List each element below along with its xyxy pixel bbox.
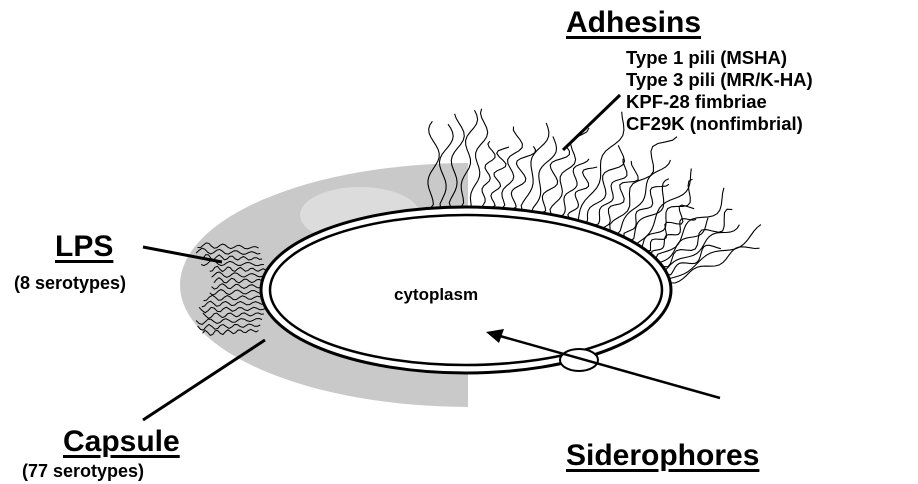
fimbria [587,145,625,223]
adhesin-item: Type 3 pili (MR/K-HA) [626,69,813,91]
fimbria [647,205,694,251]
capsule-pointer [143,340,265,420]
fimbria [652,219,697,255]
lps-title: LPS [55,232,113,262]
fimbria [610,137,677,231]
adhesins-list: Type 1 pili (MSHA) Type 3 pili (MR/K-HA)… [626,47,813,135]
fimbria [617,160,670,234]
adhesin-item: Type 1 pili (MSHA) [626,47,813,69]
cytoplasm-label: cytoplasm [394,286,478,303]
fimbria [532,136,557,211]
fimbria [630,179,668,241]
adhesin-item: KPF-28 fimbriae [626,91,813,113]
capsule-subtitle: (77 serotypes) [22,462,144,480]
fimbria [642,179,693,247]
fimbria [560,159,589,216]
fimbria [670,247,759,283]
adhesins-pointer [563,95,620,150]
adhesins-title: Adhesins [566,8,701,38]
fimbria [521,123,549,210]
fimbria [491,147,509,208]
siderophore-receptor [560,349,598,371]
siderophores-title: Siderophores [566,441,759,471]
fimbria [511,146,535,209]
lps-subtitle: (8 serotypes) [14,274,126,292]
fimbria [470,109,487,207]
adhesin-item: CF29K (nonfimbrial) [626,113,813,135]
fimbria [482,141,495,207]
capsule-title: Capsule [63,427,180,457]
